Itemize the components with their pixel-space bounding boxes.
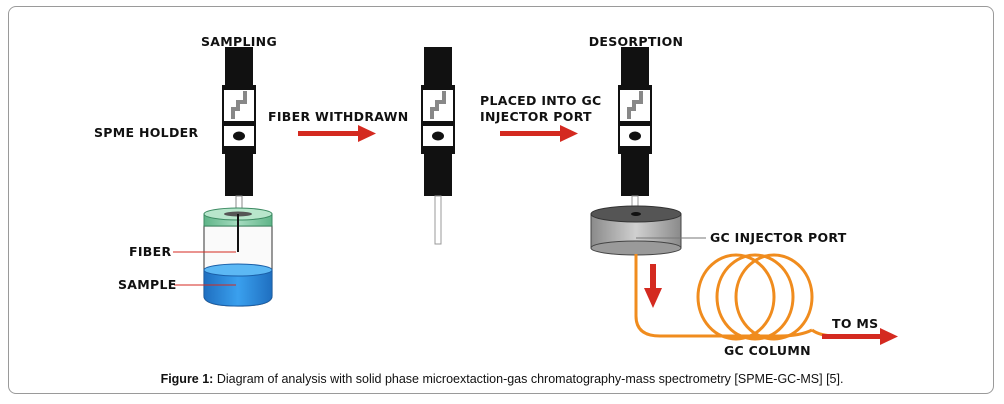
arrow-to-ms (822, 328, 898, 345)
label-fiber: FIBER (129, 244, 171, 259)
caption-prefix: Figure 1: (160, 372, 214, 386)
label-fiber-withdrawn: FIBER WITHDRAWN (268, 109, 409, 124)
gc-injector-port (590, 205, 706, 256)
arrow-down-flow (644, 264, 662, 308)
arrow-fiber-withdrawn (298, 125, 376, 142)
label-to-ms: TO MS (832, 316, 878, 331)
label-spme-holder: SPME HOLDER (94, 125, 198, 140)
gc-column-coil (634, 253, 842, 341)
label-gc-column: GC COLUMN (724, 343, 811, 358)
figure-frame (8, 6, 994, 394)
label-gc-injector-port: GC INJECTOR PORT (710, 230, 847, 245)
label-sample: SAMPLE (118, 277, 177, 292)
figure-caption: Figure 1: Diagram of analysis with solid… (0, 372, 1004, 386)
caption-text: Diagram of analysis with solid phase mic… (213, 372, 844, 386)
sample-vial (203, 207, 273, 307)
label-placed-line2: INJECTOR PORT (480, 109, 592, 124)
spme-holder-sampling (220, 45, 258, 213)
spme-holder-withdrawn (419, 45, 457, 245)
label-desorption: DESORPTION (589, 34, 684, 49)
label-placed-line1: PLACED INTO GC (480, 93, 602, 108)
spme-holder-desorption (616, 45, 654, 215)
arrow-placed-into-gc (500, 125, 578, 142)
label-sampling: SAMPLING (201, 34, 277, 49)
